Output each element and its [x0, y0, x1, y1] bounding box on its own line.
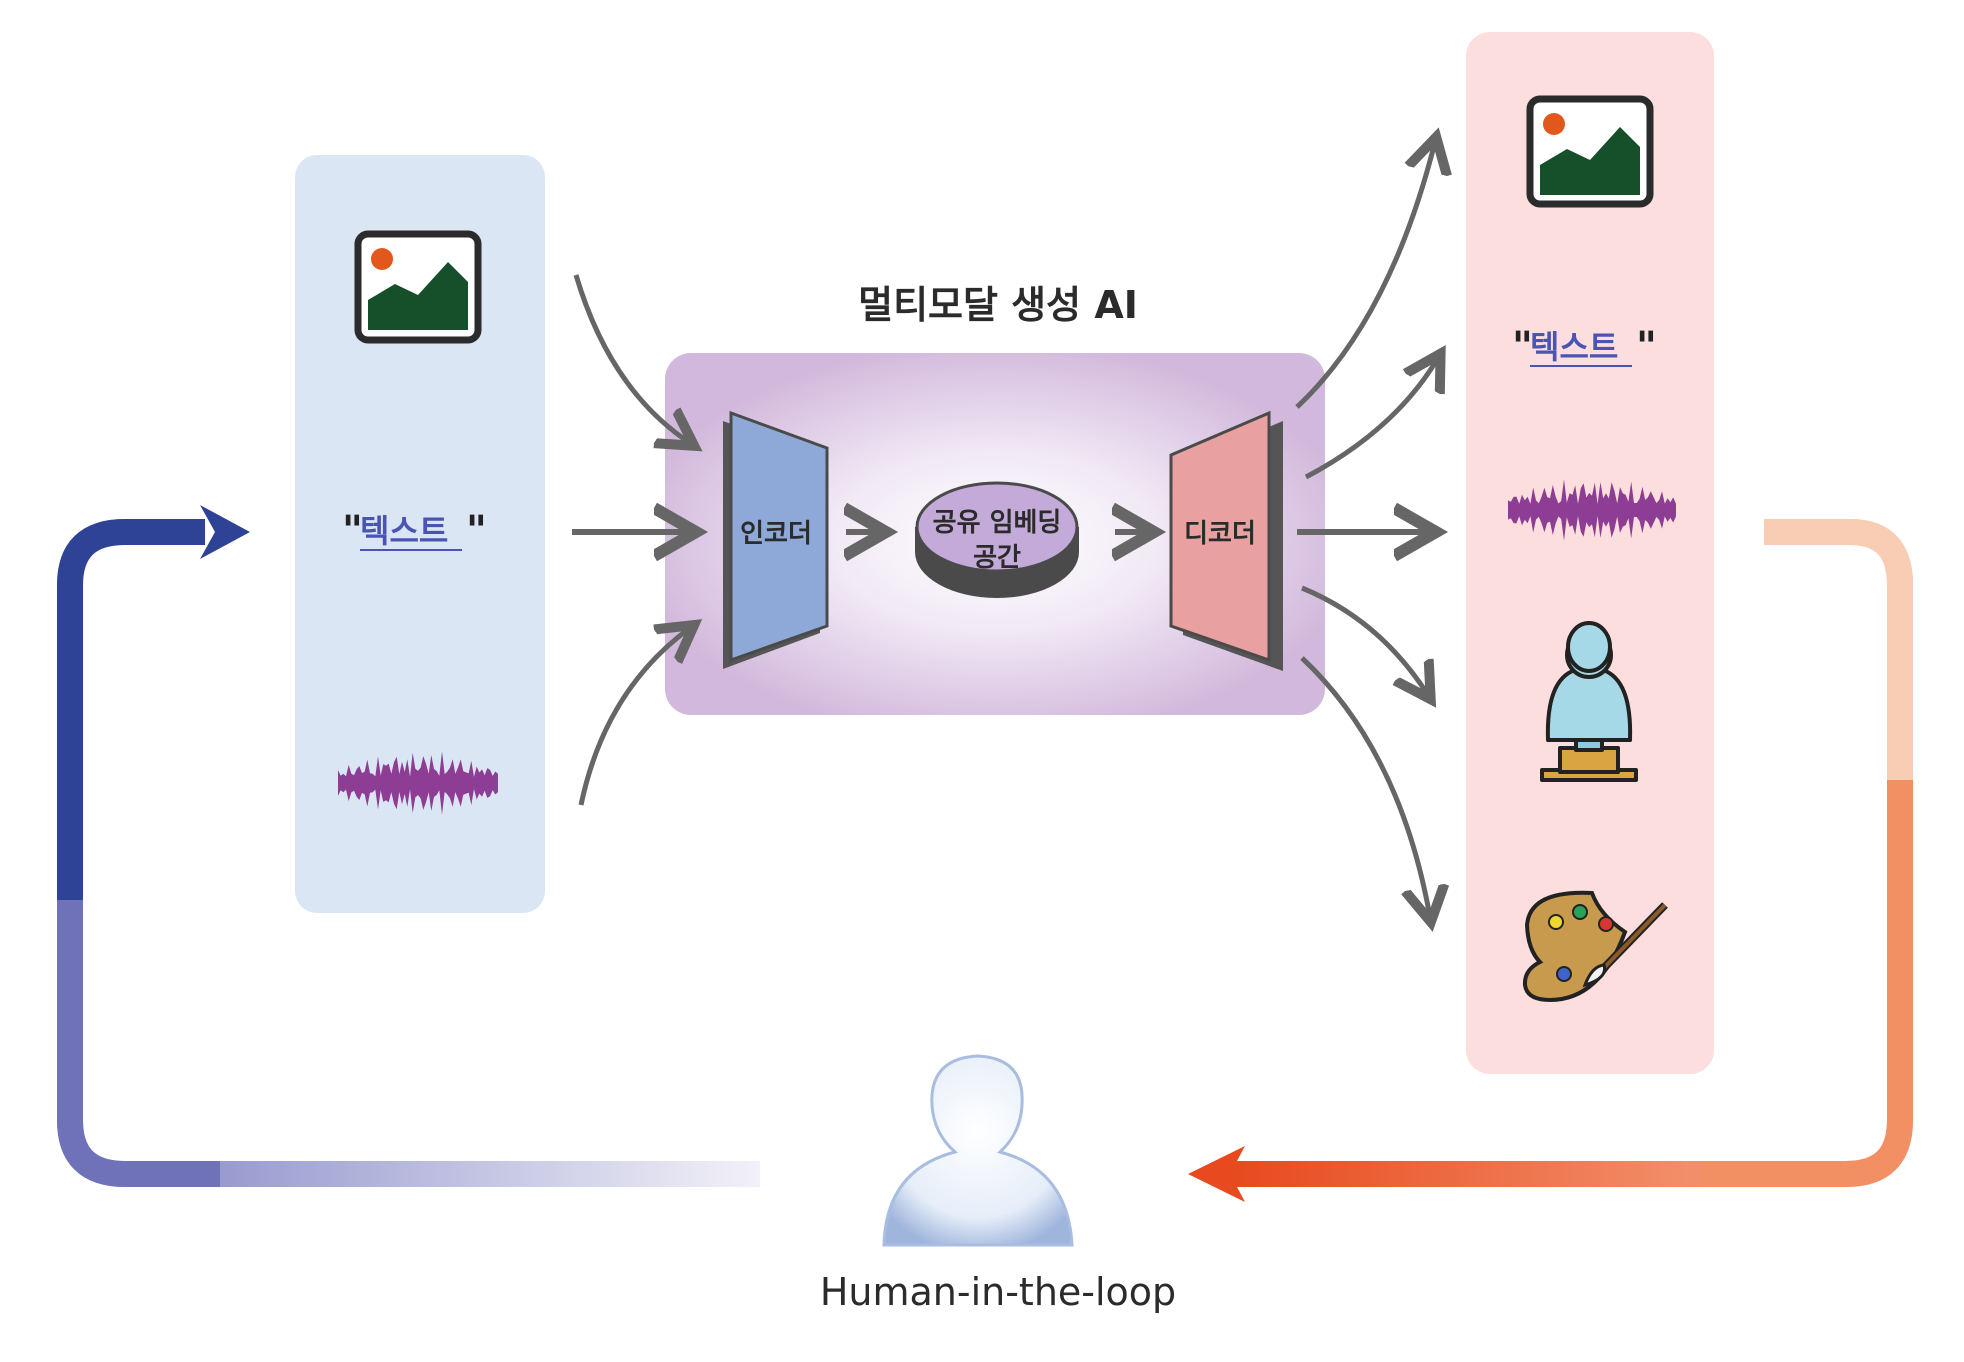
- svg-text:": ": [1512, 324, 1533, 370]
- shared-space-line1: 공유 임베딩: [933, 508, 1062, 538]
- svg-text:": ": [342, 508, 363, 554]
- output-text-item: " 텍스트 ": [1512, 324, 1657, 370]
- output-arrow-5: [1300, 656, 1430, 917]
- encoder-label: 인코더: [740, 519, 812, 549]
- output-image-icon: [1526, 95, 1654, 208]
- human-figure: [882, 1054, 1074, 1247]
- output-text-label: 텍스트: [1530, 328, 1618, 366]
- output-arrow-2: [1304, 358, 1438, 480]
- input-arrow-top: [573, 274, 690, 443]
- input-panel: [295, 155, 545, 913]
- feedback-loop-right-head: [1188, 1146, 1245, 1202]
- input-text-item: " 텍스트 ": [342, 508, 487, 554]
- human-label: Human-in-the-loop: [820, 1270, 1176, 1314]
- shared-space-line2: 공간: [973, 543, 1021, 573]
- output-arrow-4: [1301, 585, 1428, 695]
- output-arrow-1: [1295, 142, 1435, 409]
- feedback-loop-left-head: [200, 505, 250, 559]
- input-image-icon: [354, 230, 482, 344]
- encoder-block: 인코더: [723, 410, 829, 669]
- svg-text:": ": [466, 508, 487, 554]
- ai-title: 멀티모달 생성 AI: [858, 283, 1138, 327]
- svg-text:": ": [1636, 324, 1657, 370]
- decoder-label: 디코더: [1184, 519, 1256, 549]
- decoder-block: 디코더: [1169, 410, 1283, 671]
- paint-palette-icon: [1522, 890, 1668, 1003]
- input-audio-wave-icon: [338, 751, 498, 815]
- output-audio-wave-icon: [1508, 479, 1676, 541]
- input-text-label: 텍스트: [360, 512, 448, 550]
- output-panel: [1466, 32, 1714, 1074]
- bust-sculpture-icon: [1540, 621, 1638, 782]
- shared-embedding-space: 공유 임베딩 공간: [915, 481, 1079, 598]
- input-arrow-bottom: [578, 628, 690, 806]
